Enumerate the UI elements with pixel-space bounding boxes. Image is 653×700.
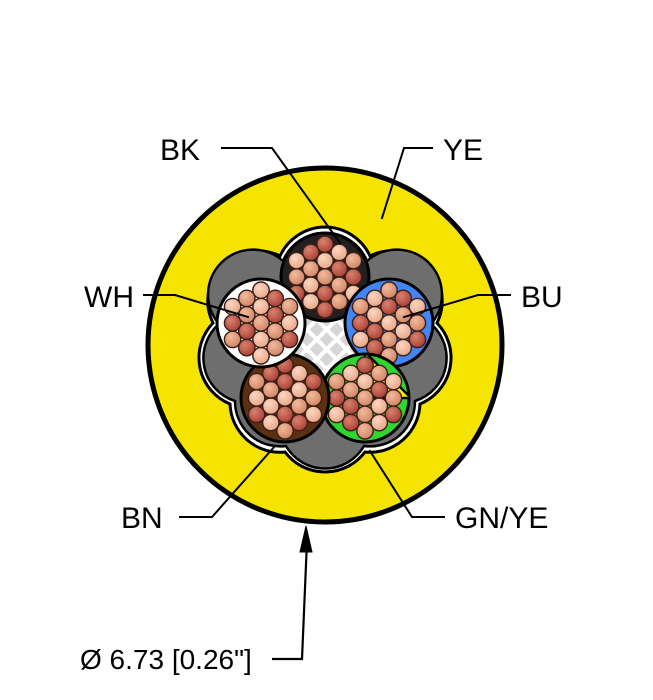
conductor-wh bbox=[215, 277, 307, 369]
callout-gnye-label: GN/YE bbox=[455, 502, 548, 535]
conductor-gnye-strands bbox=[327, 356, 403, 440]
dimension-leader bbox=[272, 540, 309, 661]
conductor-gnye bbox=[319, 352, 411, 444]
conductor-wh-strands bbox=[223, 281, 299, 365]
callout-ye-label: YE bbox=[443, 134, 483, 167]
dimension-arrowhead bbox=[299, 525, 313, 553]
callout-bn-label: BN bbox=[121, 502, 163, 535]
conductor-bk bbox=[279, 231, 371, 323]
callout-wh-label: WH bbox=[84, 281, 134, 314]
dimension-group: Ø 6.73 [0.26"] bbox=[80, 525, 313, 675]
callout-bu-leader bbox=[402, 294, 511, 319]
callout-bk-label: BK bbox=[160, 134, 200, 167]
callout-bk-leader bbox=[221, 147, 342, 245]
callouts-group: BK YE WH BU BN GN/YE bbox=[84, 134, 563, 535]
callout-ye-leader bbox=[380, 147, 433, 220]
callout-bn-leader bbox=[179, 444, 277, 518]
callout-bu-label: BU bbox=[521, 281, 563, 314]
conductor-bk-strands bbox=[287, 235, 363, 319]
callout-gnye-leader bbox=[368, 449, 445, 518]
dimension-label: Ø 6.73 [0.26"] bbox=[80, 644, 252, 675]
callout-wh-leader bbox=[143, 294, 250, 319]
